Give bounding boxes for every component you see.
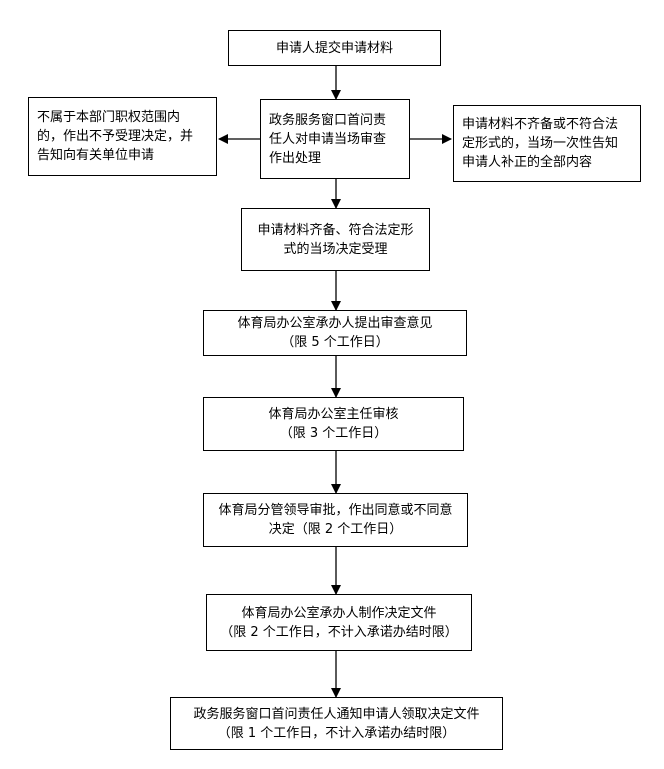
step-notify-applicant: 政务服务窗口首问责任人通知申请人领取决定文件 （限 1 个工作日，不计入承诺办结… xyxy=(170,697,503,750)
step-text: （限 1 个工作日，不计入承诺办结时限） xyxy=(217,725,456,741)
step-text: 不属于本部门职权范围内 xyxy=(37,110,181,125)
step-text: 的，作出不予受理决定，并 xyxy=(37,129,194,144)
step-director-audit: 体育局办公室主任审核 （限 3 个工作日） xyxy=(203,397,464,451)
step-accept-application: 申请材料齐备、符合法定形 式的当场决定受理 xyxy=(241,208,430,271)
step-text: 定形式的，当场一次性告知 xyxy=(462,136,619,151)
step-review-opinion: 体育局办公室承办人提出审查意见 （限 5 个工作日） xyxy=(203,310,467,356)
step-text: 政务服务窗口首问责 xyxy=(269,112,387,128)
step-prepare-document: 体育局办公室承办人制作决定文件 （限 2 个工作日，不计入承诺办结时限） xyxy=(206,594,472,651)
step-text: 政务服务窗口首问责任人通知申请人领取决定文件 xyxy=(193,706,480,722)
step-text: 体育局办公室主任审核 xyxy=(268,407,399,422)
step-text: 申请人提交申请材料 xyxy=(275,40,393,56)
step-text: 式的当场决定受理 xyxy=(283,241,388,257)
step-text: 体育局办公室承办人提出审查意见 xyxy=(237,316,433,331)
step-text: 决定（限 2 个工作日） xyxy=(268,522,403,537)
step-text: 体育局分管领导审批，作出同意或不同意 xyxy=(218,503,453,518)
step-leader-approval: 体育局分管领导审批，作出同意或不同意 决定（限 2 个工作日） xyxy=(203,493,468,547)
step-text: 申请人补正的全部内容 xyxy=(462,155,593,170)
step-text: 告知向有关单位申请 xyxy=(37,148,155,163)
step-window-review: 政务服务窗口首问责 任人对申请当场审查 作出处理 xyxy=(260,99,410,179)
step-text: 申请材料齐备、符合法定形 xyxy=(257,222,414,238)
step-text: （限 2 个工作日，不计入承诺办结时限） xyxy=(220,624,458,640)
step-text: （限 5 个工作日） xyxy=(281,335,389,350)
step-text: （限 3 个工作日） xyxy=(279,426,388,441)
step-submit-application: 申请人提交申请材料 xyxy=(228,30,441,66)
step-reject-out-of-scope: 不属于本部门职权范围内 的，作出不予受理决定，并 告知向有关单位申请 xyxy=(28,97,217,176)
step-text: 体育局办公室承办人制作决定文件 xyxy=(241,605,437,621)
step-incomplete-materials: 申请材料不齐备或不符合法 定形式的，当场一次性告知 申请人补正的全部内容 xyxy=(453,105,641,182)
step-text: 作出处理 xyxy=(269,150,322,166)
step-text: 申请材料不齐备或不符合法 xyxy=(462,117,619,132)
step-text: 任人对申请当场审查 xyxy=(269,131,387,147)
